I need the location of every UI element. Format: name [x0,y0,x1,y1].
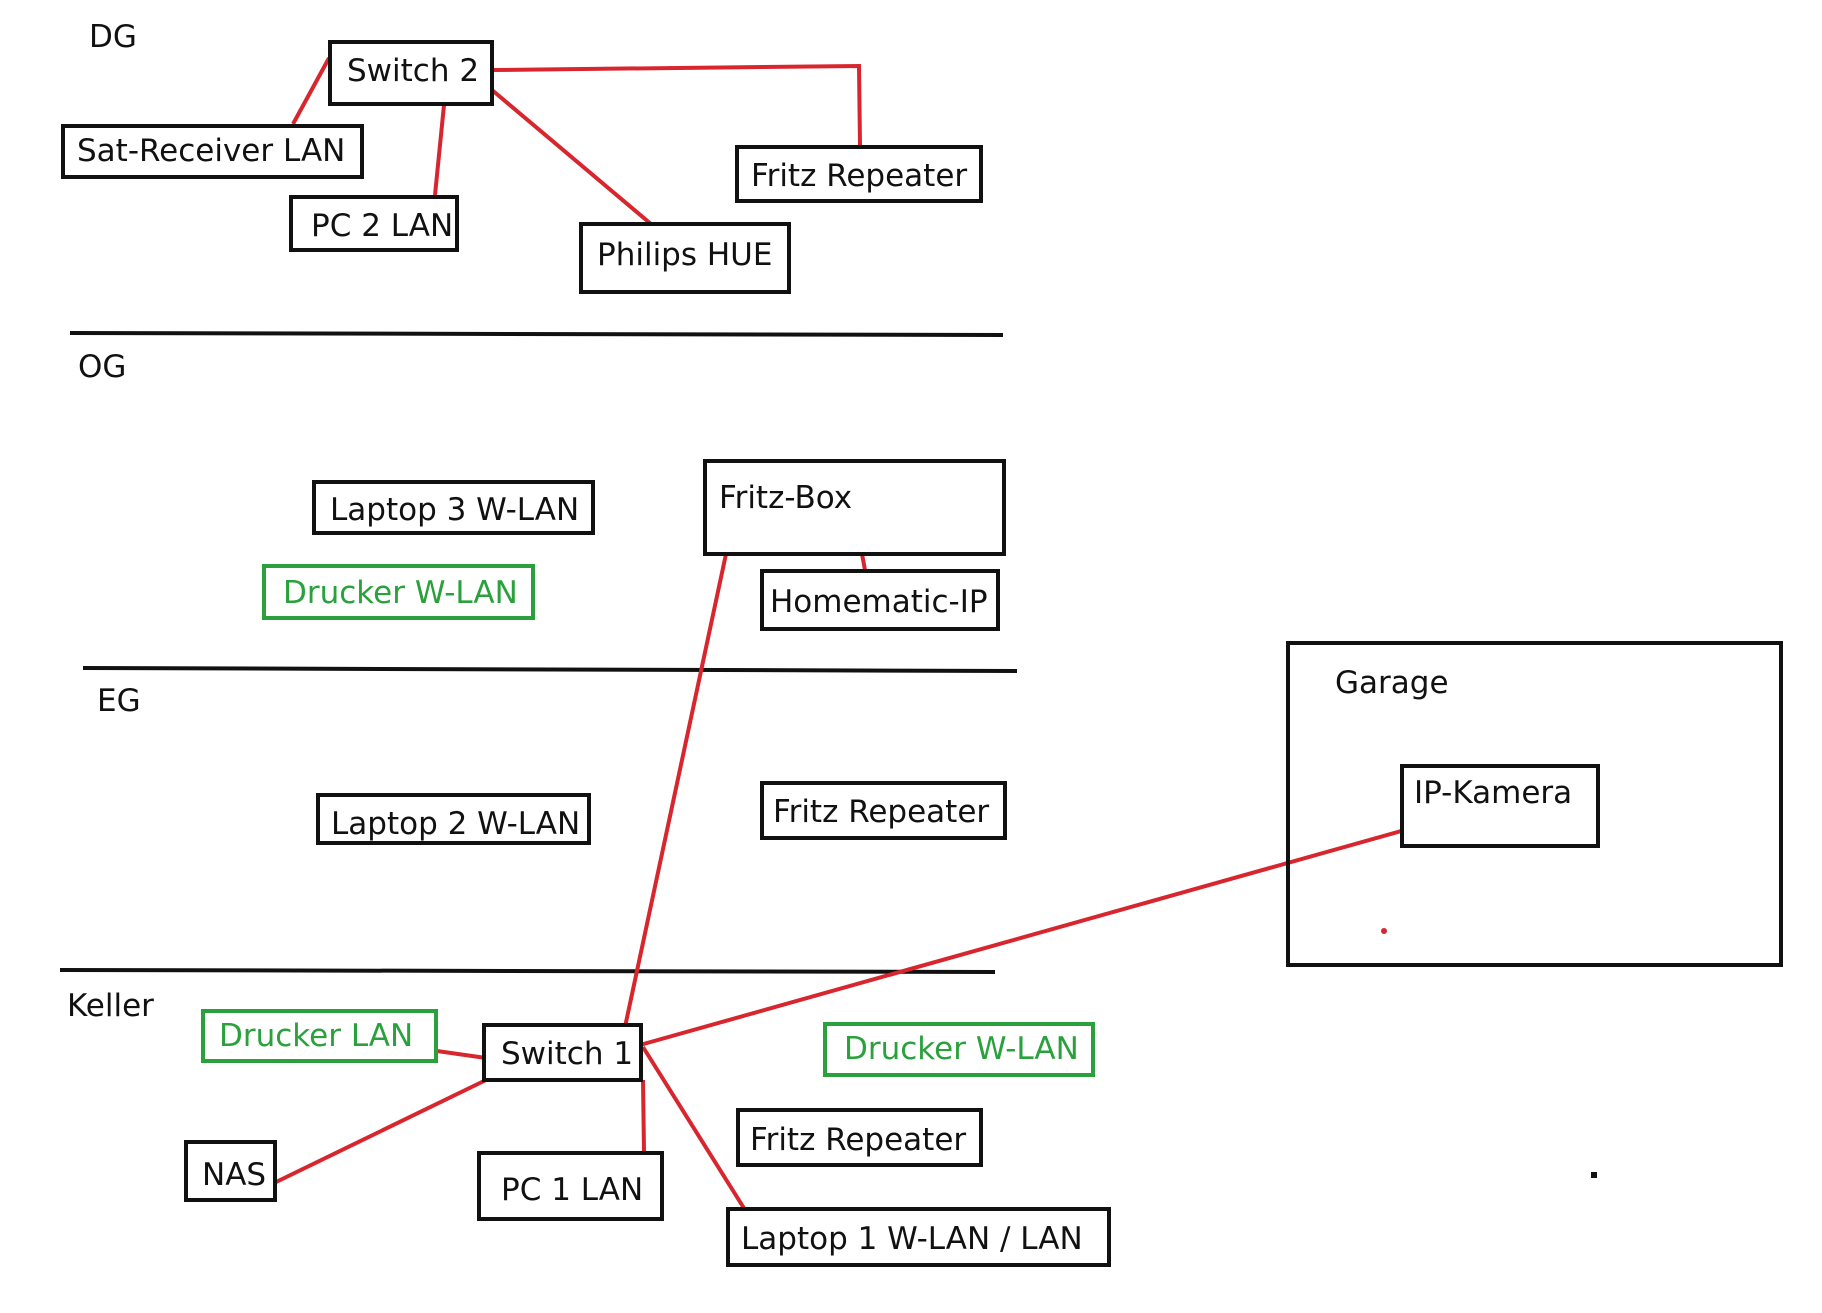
device-fritz-repeater-keller: Fritz Repeater [736,1108,983,1167]
device-fritz-box: Fritz-Box [703,459,1006,556]
garage-label: Garage [1335,665,1449,701]
device-pc2: PC 2 LAN [289,195,459,252]
device-laptop1: Laptop 1 W-LAN / LAN [726,1207,1111,1267]
device-nas: NAS [184,1140,277,1202]
device-label: Sat-Receiver LAN [77,133,346,169]
floor-label-keller: Keller [67,988,154,1024]
stray-red-dot [1381,928,1387,934]
device-homematic: Homematic-IP [760,569,1000,631]
device-drucker-lan: Drucker LAN [201,1009,438,1063]
link-switch1-ipkamera [639,826,1413,1047]
device-laptop3: Laptop 3 W-LAN [312,480,595,535]
device-label: Fritz-Box [719,480,853,516]
device-label: IP-Kamera [1414,775,1573,811]
device-pc1: PC 1 LAN [477,1151,664,1221]
separator-dg-og [69,331,1004,337]
device-label: Drucker W-LAN [844,1031,1079,1067]
device-sat-receiver: Sat-Receiver LAN [61,124,364,179]
device-label: Drucker W-LAN [283,575,518,611]
device-label: Drucker LAN [219,1018,414,1054]
device-fritz-repeater-eg: Fritz Repeater [760,781,1007,840]
device-switch1: Switch 1 [482,1023,643,1082]
device-switch2: Switch 2 [328,40,494,106]
device-ip-kamera: IP-Kamera [1400,764,1600,848]
stray-black-dot [1591,1172,1597,1178]
link-switch2-pc2 [433,104,446,196]
device-label: NAS [202,1157,267,1193]
device-label: PC 2 LAN [311,208,454,244]
device-label: Fritz Repeater [773,794,990,830]
link-switch1-nas [271,1078,487,1186]
device-drucker-wlan-keller: Drucker W-LAN [823,1022,1095,1077]
floor-label-eg: EG [97,683,141,719]
device-fritz-repeater-dg: Fritz Repeater [735,145,983,203]
garage-area [1286,641,1783,967]
link-switch2-repeater [491,63,862,147]
link-switch1-pc1 [641,1079,646,1153]
device-label: Fritz Repeater [751,158,968,194]
device-label: Laptop 2 W-LAN [331,806,581,842]
device-label: Philips HUE [597,237,773,273]
floor-label-og: OG [78,349,127,385]
link-fritzbox-switch1 [623,553,728,1028]
device-label: Laptop 3 W-LAN [330,492,580,528]
separator-eg-keller [59,968,996,974]
device-label: Switch 1 [501,1036,634,1072]
separator-og-eg [82,666,1018,673]
device-label: Laptop 1 W-LAN / LAN [741,1221,1083,1257]
link-fritzbox-homematic [860,553,867,571]
device-label: PC 1 LAN [501,1172,644,1208]
link-switch1-laptop1 [641,1045,749,1215]
link-switch2-satreceiver [291,57,331,125]
link-switch1-druckerlan [436,1049,487,1060]
link-switch2-hue [490,88,653,226]
floor-label-dg: DG [89,19,137,55]
device-label: Fritz Repeater [750,1122,967,1158]
device-label: Homematic-IP [770,584,988,620]
device-label: Switch 2 [347,53,480,89]
device-drucker-wlan-og: Drucker W-LAN [262,564,535,620]
device-philips-hue: Philips HUE [579,222,791,294]
device-laptop2: Laptop 2 W-LAN [316,793,591,845]
